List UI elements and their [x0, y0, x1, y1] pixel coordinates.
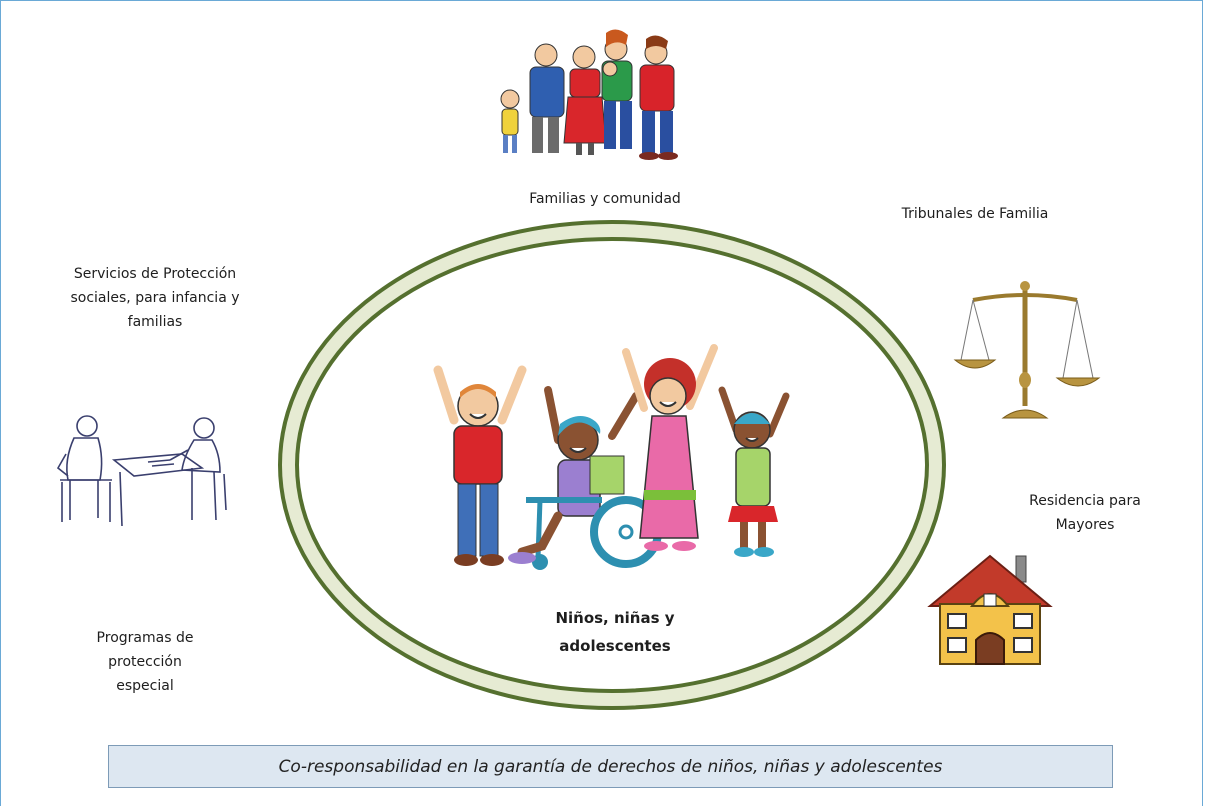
special-programs-line: protección: [108, 654, 182, 670]
elderly-residence-line: Residencia para: [1029, 493, 1141, 509]
center-label-line: Niños, niñas y: [555, 609, 675, 627]
courts-label: Tribunales de Familia: [901, 206, 1049, 222]
counselor-meeting-icon: [56, 415, 227, 527]
social-services-line: Servicios de Protección: [73, 266, 237, 282]
social-services-line: sociales, para infancia y: [70, 290, 240, 306]
scales-of-justice-icon: [953, 281, 1101, 419]
special-programs-line: Programas de: [96, 630, 194, 646]
children-celebrating-icon: [433, 344, 790, 570]
families-label: Familias y comunidad: [529, 191, 681, 207]
center-label-line: adolescentes: [559, 637, 671, 655]
elderly-residence-line: Mayores: [1055, 517, 1115, 533]
footer-banner-text: Co-responsabilidad en la garantía de der…: [278, 756, 943, 777]
special-programs-line: especial: [116, 678, 174, 694]
house-icon: [927, 554, 1053, 665]
family-group-icon: [500, 29, 678, 160]
footer-banner: Co-responsabilidad en la garantía de der…: [108, 745, 1113, 788]
social-services-line: familias: [127, 314, 183, 330]
